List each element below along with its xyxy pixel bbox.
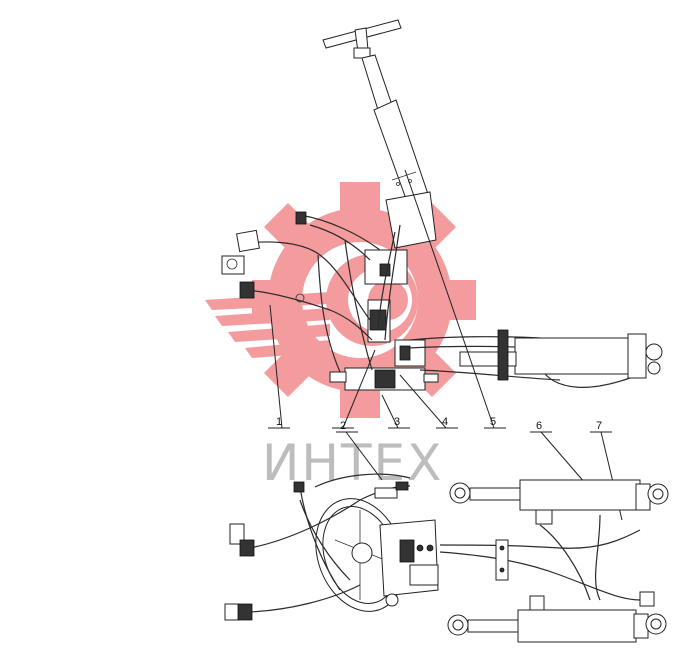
callout-3: 3	[394, 416, 400, 428]
watermark-logo	[205, 182, 476, 418]
upper-assembly	[221, 19, 663, 391]
steering-cylinder-bottom-2	[447, 591, 667, 643]
valve-block-top	[329, 339, 439, 391]
callout-1: 1	[276, 416, 282, 428]
callout-7: 7	[596, 420, 602, 432]
hoses-bottom	[249, 473, 641, 613]
hose-clamp	[495, 539, 509, 581]
callout-5: 5	[490, 416, 496, 428]
steering-cylinder-top	[459, 329, 663, 388]
lower-assembly	[224, 473, 669, 643]
callout-4: 4	[442, 416, 448, 428]
watermark-text: ИНТЕХ	[262, 434, 443, 492]
steering-unit-top	[364, 249, 408, 343]
valve-block-bottom	[379, 519, 439, 607]
couplings-bottom-left	[224, 481, 409, 621]
steering-wheel-top	[322, 19, 402, 59]
speed-lines	[205, 292, 330, 358]
callout-6: 6	[536, 420, 542, 432]
callout-2: 2	[340, 420, 346, 432]
hose-bundle-left-top	[221, 211, 401, 373]
steering-cylinder-bottom-1	[449, 479, 669, 525]
